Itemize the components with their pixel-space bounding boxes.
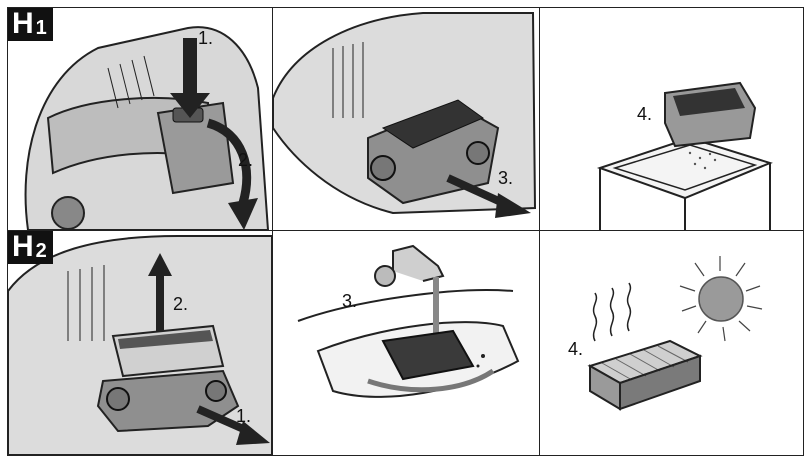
step-label: 3. <box>498 168 514 188</box>
filter-box-removal-illustration <box>273 12 537 218</box>
sun-drying-illustration <box>587 256 763 411</box>
panel-h2-dry-filter: 4. <box>540 231 802 455</box>
step-label: 2. <box>173 294 189 314</box>
rinse-under-tap-illustration <box>297 244 520 398</box>
step-label: 2. <box>238 150 254 170</box>
grid-divider-2 <box>539 8 540 455</box>
panel-h1-empty-filter: 4. <box>540 8 802 230</box>
step-label: 1. <box>236 406 252 426</box>
bin-tap-out-illustration <box>596 81 773 230</box>
step-label: 1. <box>198 28 214 48</box>
panel-h1-remove-filter: 3. <box>273 8 539 230</box>
panel-h2-rinse-filter: 3. <box>273 231 539 455</box>
flat-filter-removal-illustration <box>8 235 272 455</box>
step-label: 3. <box>342 291 358 311</box>
sun-icon <box>679 256 763 342</box>
grid-divider-1 <box>272 8 273 455</box>
vacuum-lid-illustration <box>24 26 270 230</box>
step-label: 4. <box>568 339 584 359</box>
grid-divider-row <box>8 230 803 231</box>
step-label: 4. <box>637 104 653 124</box>
